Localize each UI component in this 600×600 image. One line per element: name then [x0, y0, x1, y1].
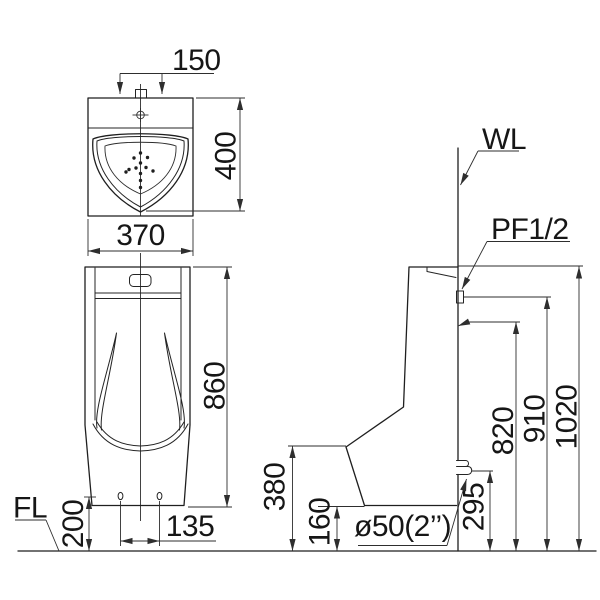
dim-hanger-spacing: 150 [116, 44, 221, 94]
dim-860-label: 860 [199, 362, 232, 411]
upper-front-view [87, 84, 194, 217]
inlet-recess [426, 267, 457, 278]
dim-150-label: 150 [172, 44, 221, 77]
bowl-rim-outer [92, 133, 189, 213]
dim-820-label: 820 [487, 407, 520, 456]
dim-overall-height: 860 [188, 266, 232, 508]
dim-upper-height: 400 [146, 97, 245, 212]
dim-front-height: 380 [259, 445, 346, 551]
dim-rim-height: 1020 [458, 265, 584, 551]
dim-overall-width: 370 [87, 219, 194, 256]
dim-295-label: 295 [458, 483, 491, 532]
bowl-side-left [96, 332, 117, 431]
wall-line-callout: WL [460, 123, 527, 186]
bowl-rim-inner [96, 136, 185, 208]
top-spud [135, 89, 147, 99]
floor: FL [13, 492, 597, 552]
profile-outline [345, 266, 459, 507]
dim-fixing-hole-height: 200 [57, 496, 96, 551]
anchor-crosshair-icon [132, 108, 149, 122]
dim-200-label: 200 [57, 500, 90, 549]
flush-valve-cover [129, 274, 152, 287]
inlet-fitting-label: PF1/2 [491, 213, 569, 246]
dim-380-label: 380 [259, 463, 292, 512]
outlet-spigot [456, 460, 473, 475]
spreader-holes [124, 151, 155, 190]
dim-1020-label: 1020 [551, 385, 584, 450]
dim-135-label: 135 [166, 510, 215, 543]
outlet-size-callout: ø50(2’’) [354, 478, 467, 546]
outlet-size-label: ø50(2’’) [354, 510, 451, 543]
dim-910-label: 910 [519, 395, 552, 444]
dim-160-label: 160 [304, 498, 337, 547]
body-outline [84, 266, 191, 507]
fixing-hole-left [117, 491, 124, 501]
inlet-fitting-callout: PF1/2 [461, 213, 570, 290]
dim-inlet-height: 910 [464, 296, 552, 551]
front-view [84, 253, 191, 521]
dim-outlet-height: 295 [458, 470, 494, 551]
bowl-bottom-2 [92, 423, 189, 452]
dim-fixing-hole-spacing: 135 [120, 501, 216, 546]
side-view [345, 147, 473, 552]
bowl-bottom-1 [96, 421, 185, 447]
dim-370-label: 370 [116, 219, 165, 252]
fixing-hole-right [156, 491, 163, 501]
upper-body-outline [87, 97, 194, 217]
bowl-basin [104, 141, 177, 195]
floor-line-label: FL [13, 492, 47, 525]
dim-400-label: 400 [210, 132, 243, 181]
dim-base-height: 160 [304, 498, 365, 551]
wall-line-label: WL [482, 123, 526, 156]
inlet-fitting [456, 290, 464, 304]
dim-spreader-height: 820 [457, 318, 520, 551]
